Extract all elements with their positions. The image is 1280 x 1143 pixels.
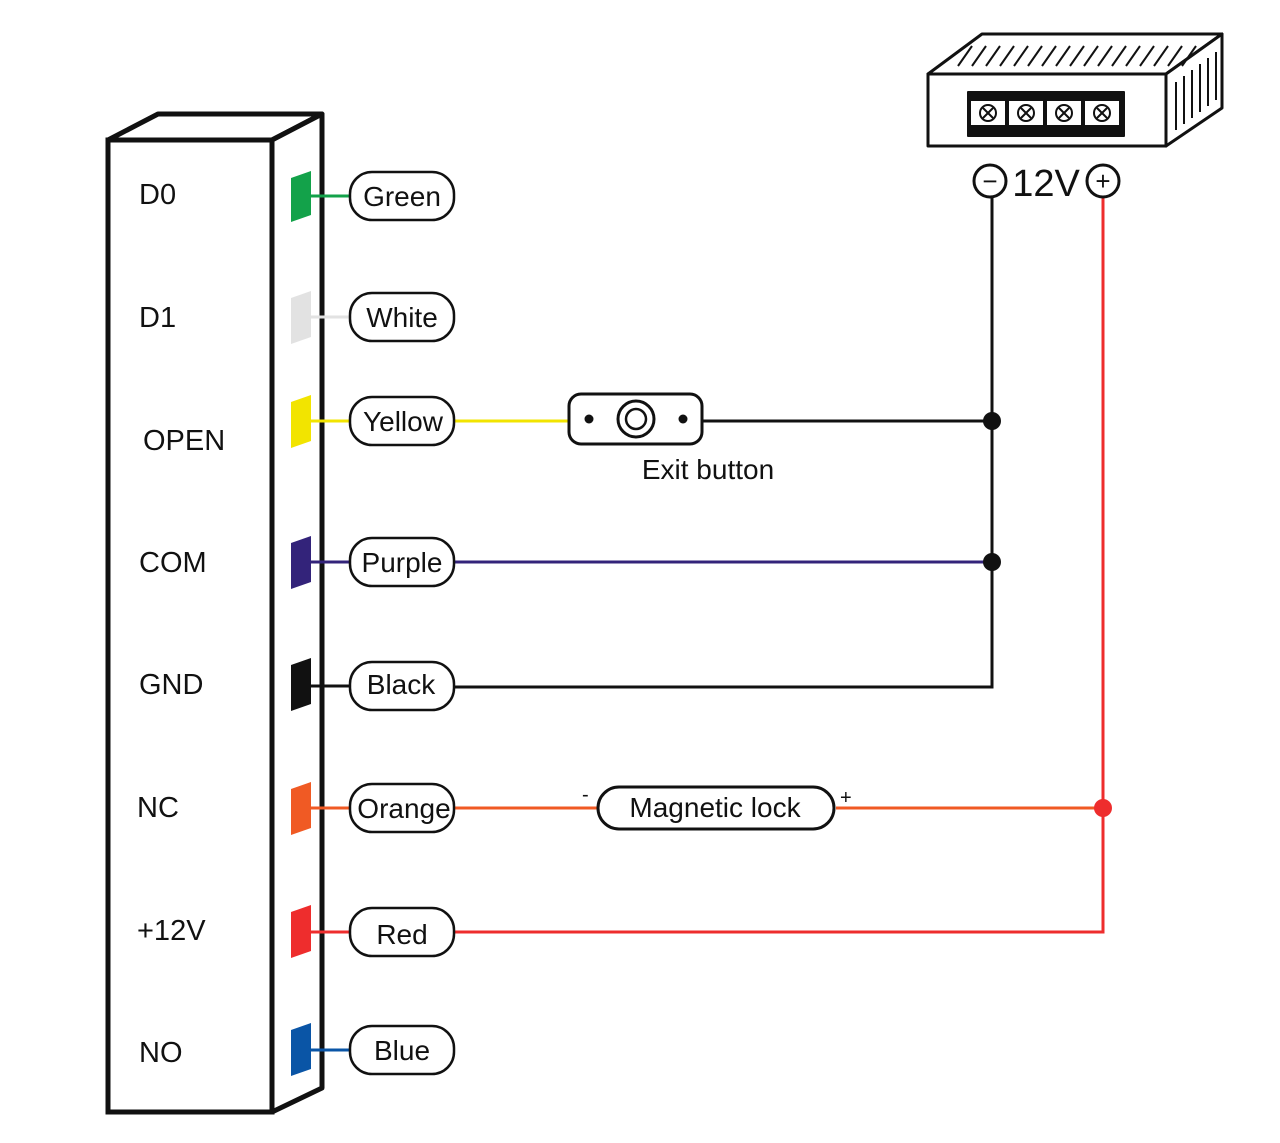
pin-label-nc: NC (137, 792, 179, 824)
wire-label-white: White (348, 291, 456, 343)
svg-text:+: + (1095, 166, 1110, 196)
power-supply-icon (926, 32, 1224, 148)
magnetic-lock-plus: + (840, 787, 852, 809)
pin-label-no: NO (139, 1037, 183, 1069)
svg-text:−: − (982, 166, 997, 196)
wire-label-purple: Purple (348, 536, 456, 588)
exit-button-label: Exit button (642, 454, 774, 485)
wire-stubs (291, 171, 350, 1076)
psu-plus-terminal: + (1085, 163, 1121, 199)
pin-label-d1: D1 (139, 302, 176, 334)
svg-text:Red: Red (376, 919, 427, 950)
junction-dot (983, 412, 1001, 430)
svg-text:White: White (366, 302, 438, 333)
svg-text:Blue: Blue (374, 1035, 430, 1066)
exit-button-icon (567, 392, 704, 446)
pin-label-open: OPEN (143, 425, 225, 457)
wire-label-orange: Orange (348, 782, 456, 834)
wires (455, 198, 1105, 934)
wire-label-red: Red (348, 906, 456, 958)
junction-dot (983, 553, 1001, 571)
pin-label-d0: D0 (139, 179, 176, 211)
svg-text:Black: Black (367, 669, 436, 700)
svg-text:Yellow: Yellow (363, 406, 444, 437)
wire-label-blue: Blue (348, 1024, 456, 1076)
psu-minus-terminal: − (972, 163, 1008, 199)
wire-label-yellow: Yellow (348, 395, 456, 447)
svg-text:Orange: Orange (357, 793, 450, 824)
magnetic-lock-label: Magnetic lock (629, 792, 801, 823)
magnetic-lock-icon (596, 785, 836, 831)
pin-label-com: COM (139, 547, 207, 579)
pin-label-12v: +12V (137, 915, 206, 947)
wire-label-green: Green (348, 170, 456, 222)
svg-text:Purple: Purple (362, 547, 443, 578)
magnetic-lock-minus: - (582, 784, 589, 806)
controller-unit (105, 111, 325, 1115)
svg-text:Green: Green (363, 181, 441, 212)
psu-voltage-label: 12V (1012, 163, 1080, 205)
junction-dot (1094, 799, 1112, 817)
pin-label-gnd: GND (139, 669, 203, 701)
wire-label-black: Black (348, 660, 456, 712)
